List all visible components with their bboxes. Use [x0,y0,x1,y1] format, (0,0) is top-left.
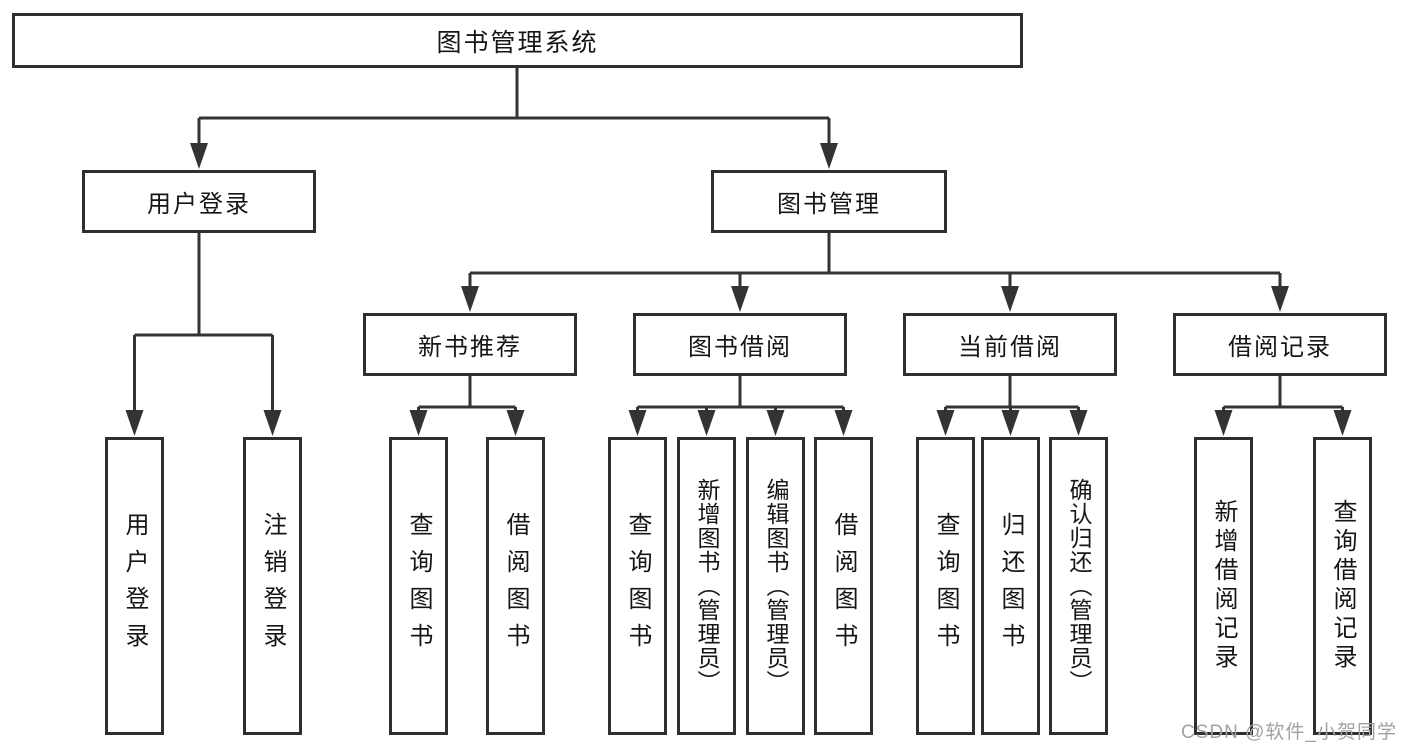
leaf-query-books-recommend: 查询图书 [389,437,448,735]
node-book-management: 图书管理 [711,170,947,233]
leaf-query-books-borrow: 查询图书 [608,437,667,735]
node-new-book-recommend: 新书推荐 [363,313,577,376]
leaf-logout: 注销登录 [243,437,302,735]
leaf-query-books-current: 查询图书 [916,437,975,735]
node-system-title: 图书管理系统 [12,13,1023,68]
node-user-login: 用户登录 [82,170,316,233]
node-borrow-records: 借阅记录 [1173,313,1387,376]
leaf-add-borrow-record: 新增借阅记录 [1194,437,1253,735]
node-book-borrow: 图书借阅 [633,313,847,376]
arrowheads [125,143,1352,436]
leaf-edit-books-admin: 编辑图书（管理员） [746,437,805,735]
leaf-add-books-admin: 新增图书（管理员） [677,437,736,735]
leaf-user-login: 用户登录 [105,437,164,735]
leaf-return-books: 归还图书 [981,437,1040,735]
leaf-query-borrow-record: 查询借阅记录 [1313,437,1372,735]
node-current-borrow: 当前借阅 [903,313,1117,376]
leaf-borrow-books-recommend: 借阅图书 [486,437,545,735]
csdn-watermark: CSDN @软件_小贺同学 [1181,722,1397,743]
leaf-borrow-books: 借阅图书 [814,437,873,735]
leaf-confirm-return-admin: 确认归还（管理员） [1049,437,1108,735]
